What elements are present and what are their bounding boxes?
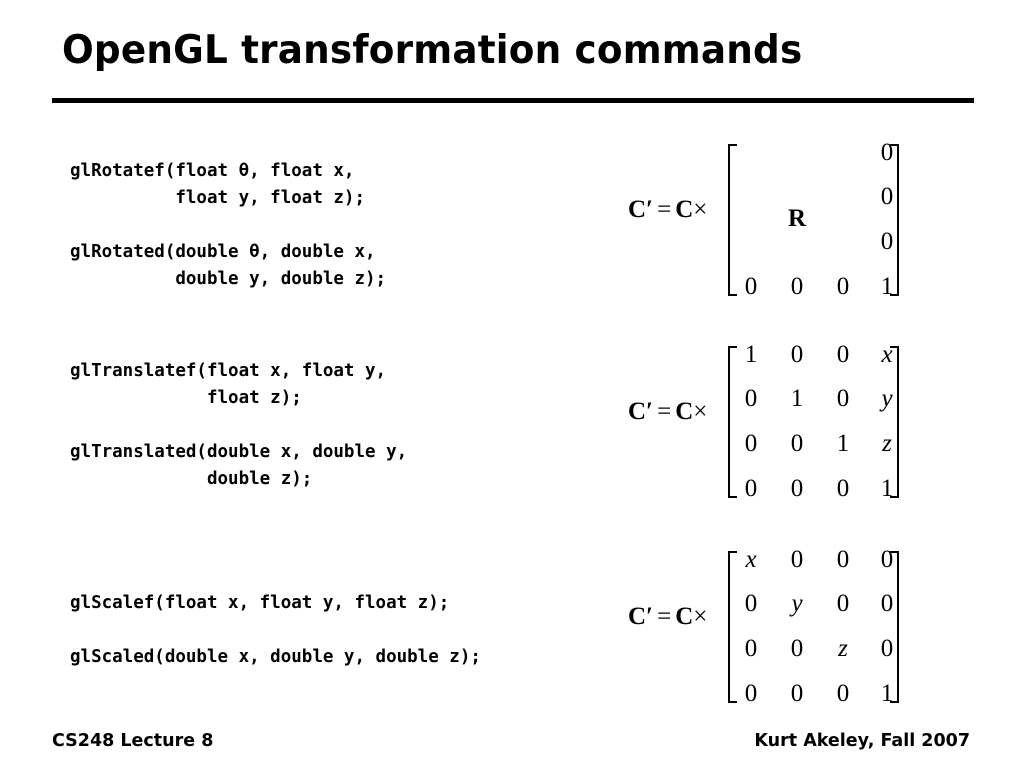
times-sign: × [693,398,708,425]
right-bracket [890,144,899,296]
matrix-cell: 0 [744,273,758,300]
right-bracket [890,551,899,703]
matrix-cell: 0 [836,273,850,300]
matrix-cell [736,227,766,257]
equation-lhs: C′=C× [628,603,707,631]
matrix-cell: 0 [744,475,758,502]
matrix-cell: x [881,341,893,368]
matrix-cell: 0 [836,680,850,707]
footer-author: Kurt Akeley, Fall 2007 [754,731,970,751]
rotate-code: glRotatef(float θ, float x, float y, flo… [70,161,387,289]
matrix-cell: 0 [790,546,804,573]
matrix-cell [736,138,766,168]
matrix-cell [782,138,812,168]
right-bracket [890,346,899,498]
matrix-cell: 1 [744,341,758,368]
matrix-cell: 0 [744,680,758,707]
matrix-cell: z [838,635,848,662]
matrix-cell: 0 [836,385,850,412]
matrix-cell: 0 [836,475,850,502]
left-bracket [728,346,737,498]
equals-sign: = [657,603,672,630]
matrix-cell: 0 [790,341,804,368]
left-bracket [728,551,737,703]
matrix-cell: x [745,546,757,573]
matrix-cell: y [791,590,803,617]
matrix-cell [782,227,812,257]
matrix-cell: 0 [744,430,758,457]
times-sign: × [693,196,708,223]
equals-sign: = [657,398,672,425]
matrix-cell: 0 [836,341,850,368]
matrix-cell: 0 [790,273,804,300]
times-sign: × [693,603,708,630]
scale-equation: C′=C× x 0 0 0 0 y 0 0 0 0 z 0 0 0 0 1 [628,545,918,707]
matrix-cell [736,182,766,212]
matrix-cell: 0 [880,183,894,210]
matrix-cell [828,138,858,168]
matrix-cell: 0 [744,635,758,662]
title-rule [52,98,974,103]
matrix-cell: 0 [880,546,894,573]
matrix-cell: R [787,205,807,232]
matrix-cell [828,227,858,257]
matrix-cell: 0 [880,635,894,662]
slide-title: OpenGL transformation commands [62,28,803,73]
matrix-cell: 1 [880,680,894,707]
matrix-cell: 1 [880,273,894,300]
translate-code: glTranslatef(float x, float y, float z);… [70,361,408,489]
current-matrix: C [675,196,694,223]
scale-code: glScalef(float x, float y, float z); glS… [70,593,481,667]
matrix-cell: 1 [790,385,804,412]
current-matrix: C [675,603,694,630]
matrix-cell: 0 [790,475,804,502]
matrix-cell: 0 [744,590,758,617]
left-bracket [728,144,737,296]
matrix-cell: 0 [836,590,850,617]
footer-lecture: CS248 Lecture 8 [52,731,214,751]
matrix-cell [828,182,858,212]
matrix-cell: z [882,430,892,457]
matrix-cell: 0 [790,680,804,707]
matrix-cell: 0 [790,430,804,457]
matrix-cell: 0 [836,546,850,573]
matrix-cell: 1 [836,430,850,457]
current-matrix: C [675,398,694,425]
matrix-cell: y [881,385,893,412]
matrix-cell: 0 [790,635,804,662]
matrix-cell: 0 [880,590,894,617]
equals-sign: = [657,196,672,223]
result-matrix: C′ [628,196,654,223]
translate-equation: C′=C× 1 0 0 x 0 1 0 y 0 0 1 z 0 0 0 1 [628,340,918,502]
result-matrix: C′ [628,603,654,630]
matrix-cell: 0 [880,139,894,166]
equation-lhs: C′=C× [628,196,707,224]
matrix-cell: 0 [744,385,758,412]
result-matrix: C′ [628,398,654,425]
equation-lhs: C′=C× [628,398,707,426]
matrix-cell: 1 [880,475,894,502]
matrix-cell: 0 [880,228,894,255]
